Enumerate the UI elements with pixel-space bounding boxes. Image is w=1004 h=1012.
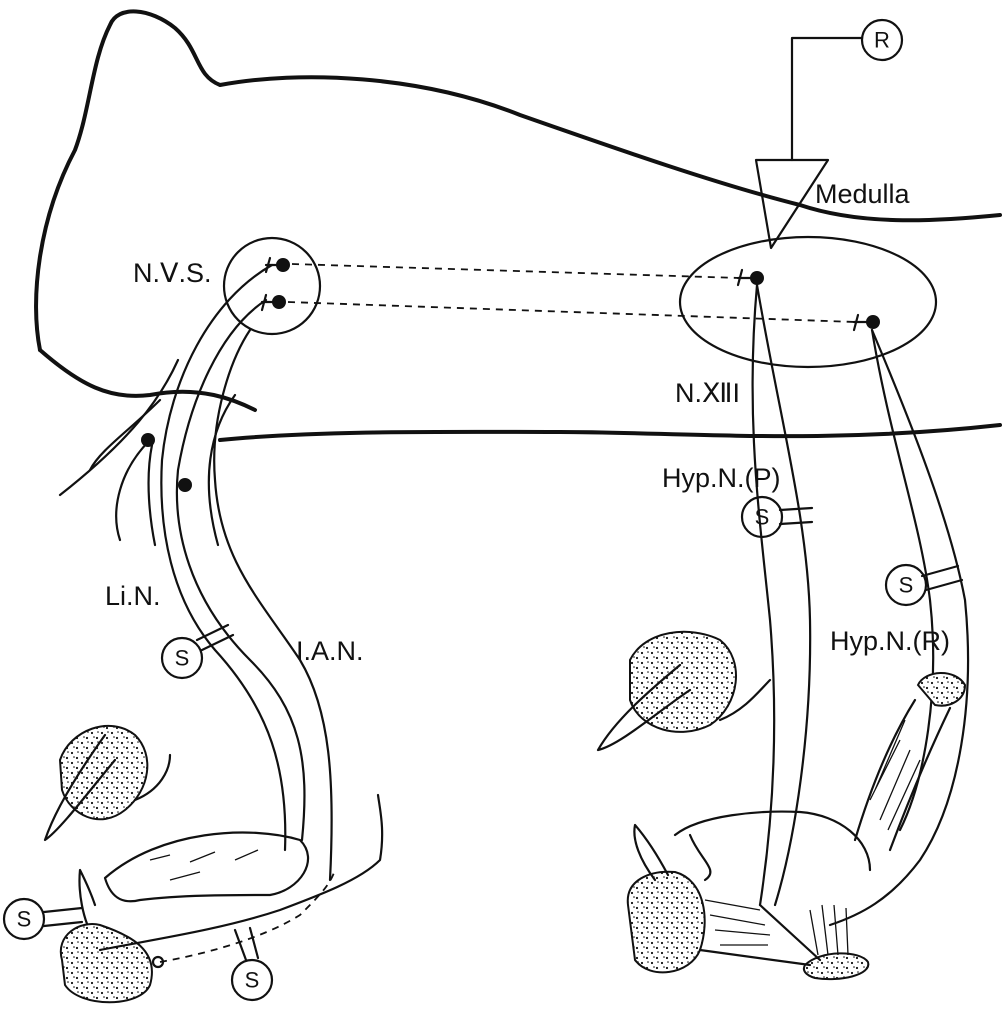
nvs-label: N.Ⅴ.S. bbox=[133, 258, 211, 288]
nxii-neuron-lower bbox=[866, 315, 880, 329]
brainstem-lower-curve bbox=[40, 350, 255, 410]
recording-marker-label: R bbox=[874, 28, 890, 53]
svg-text:S: S bbox=[755, 505, 770, 530]
nxii-nucleus-ellipse bbox=[680, 237, 936, 367]
svg-text:S: S bbox=[899, 573, 914, 598]
trigeminal-trunk-outer bbox=[161, 265, 285, 850]
root-branch-left-c bbox=[149, 445, 155, 545]
stim-electrode-lingual: S bbox=[162, 625, 233, 678]
stim-electrode-ian-distal: S bbox=[232, 928, 272, 1000]
lingual-nerve-label: Li.N. bbox=[105, 581, 161, 611]
medulla-boundary-line bbox=[220, 425, 1000, 440]
svg-text:S: S bbox=[245, 968, 260, 993]
hyp-r-label: Hyp.N.(R) bbox=[830, 626, 950, 656]
hyp-p-label: Hyp.N.(P) bbox=[662, 463, 781, 493]
ganglion-cell-b bbox=[178, 478, 192, 492]
ganglion-cell-a bbox=[141, 433, 155, 447]
nvs-nucleus-circle bbox=[224, 238, 320, 334]
svg-text:S: S bbox=[17, 907, 32, 932]
root-branch-left-b bbox=[116, 440, 150, 540]
stim-electrode-hyp-r: S bbox=[886, 565, 962, 605]
ian-nerve-branch bbox=[214, 330, 331, 880]
ian-label: I.A.N. bbox=[296, 636, 364, 666]
medulla-label: Medulla bbox=[815, 179, 911, 209]
svg-text:S: S bbox=[175, 646, 190, 671]
nxii-label: N.ⅫI bbox=[675, 378, 740, 408]
interneuron-connection-lower bbox=[288, 302, 855, 322]
interneuron-connection-upper bbox=[292, 264, 740, 278]
nxii-neuron-upper bbox=[750, 271, 764, 285]
